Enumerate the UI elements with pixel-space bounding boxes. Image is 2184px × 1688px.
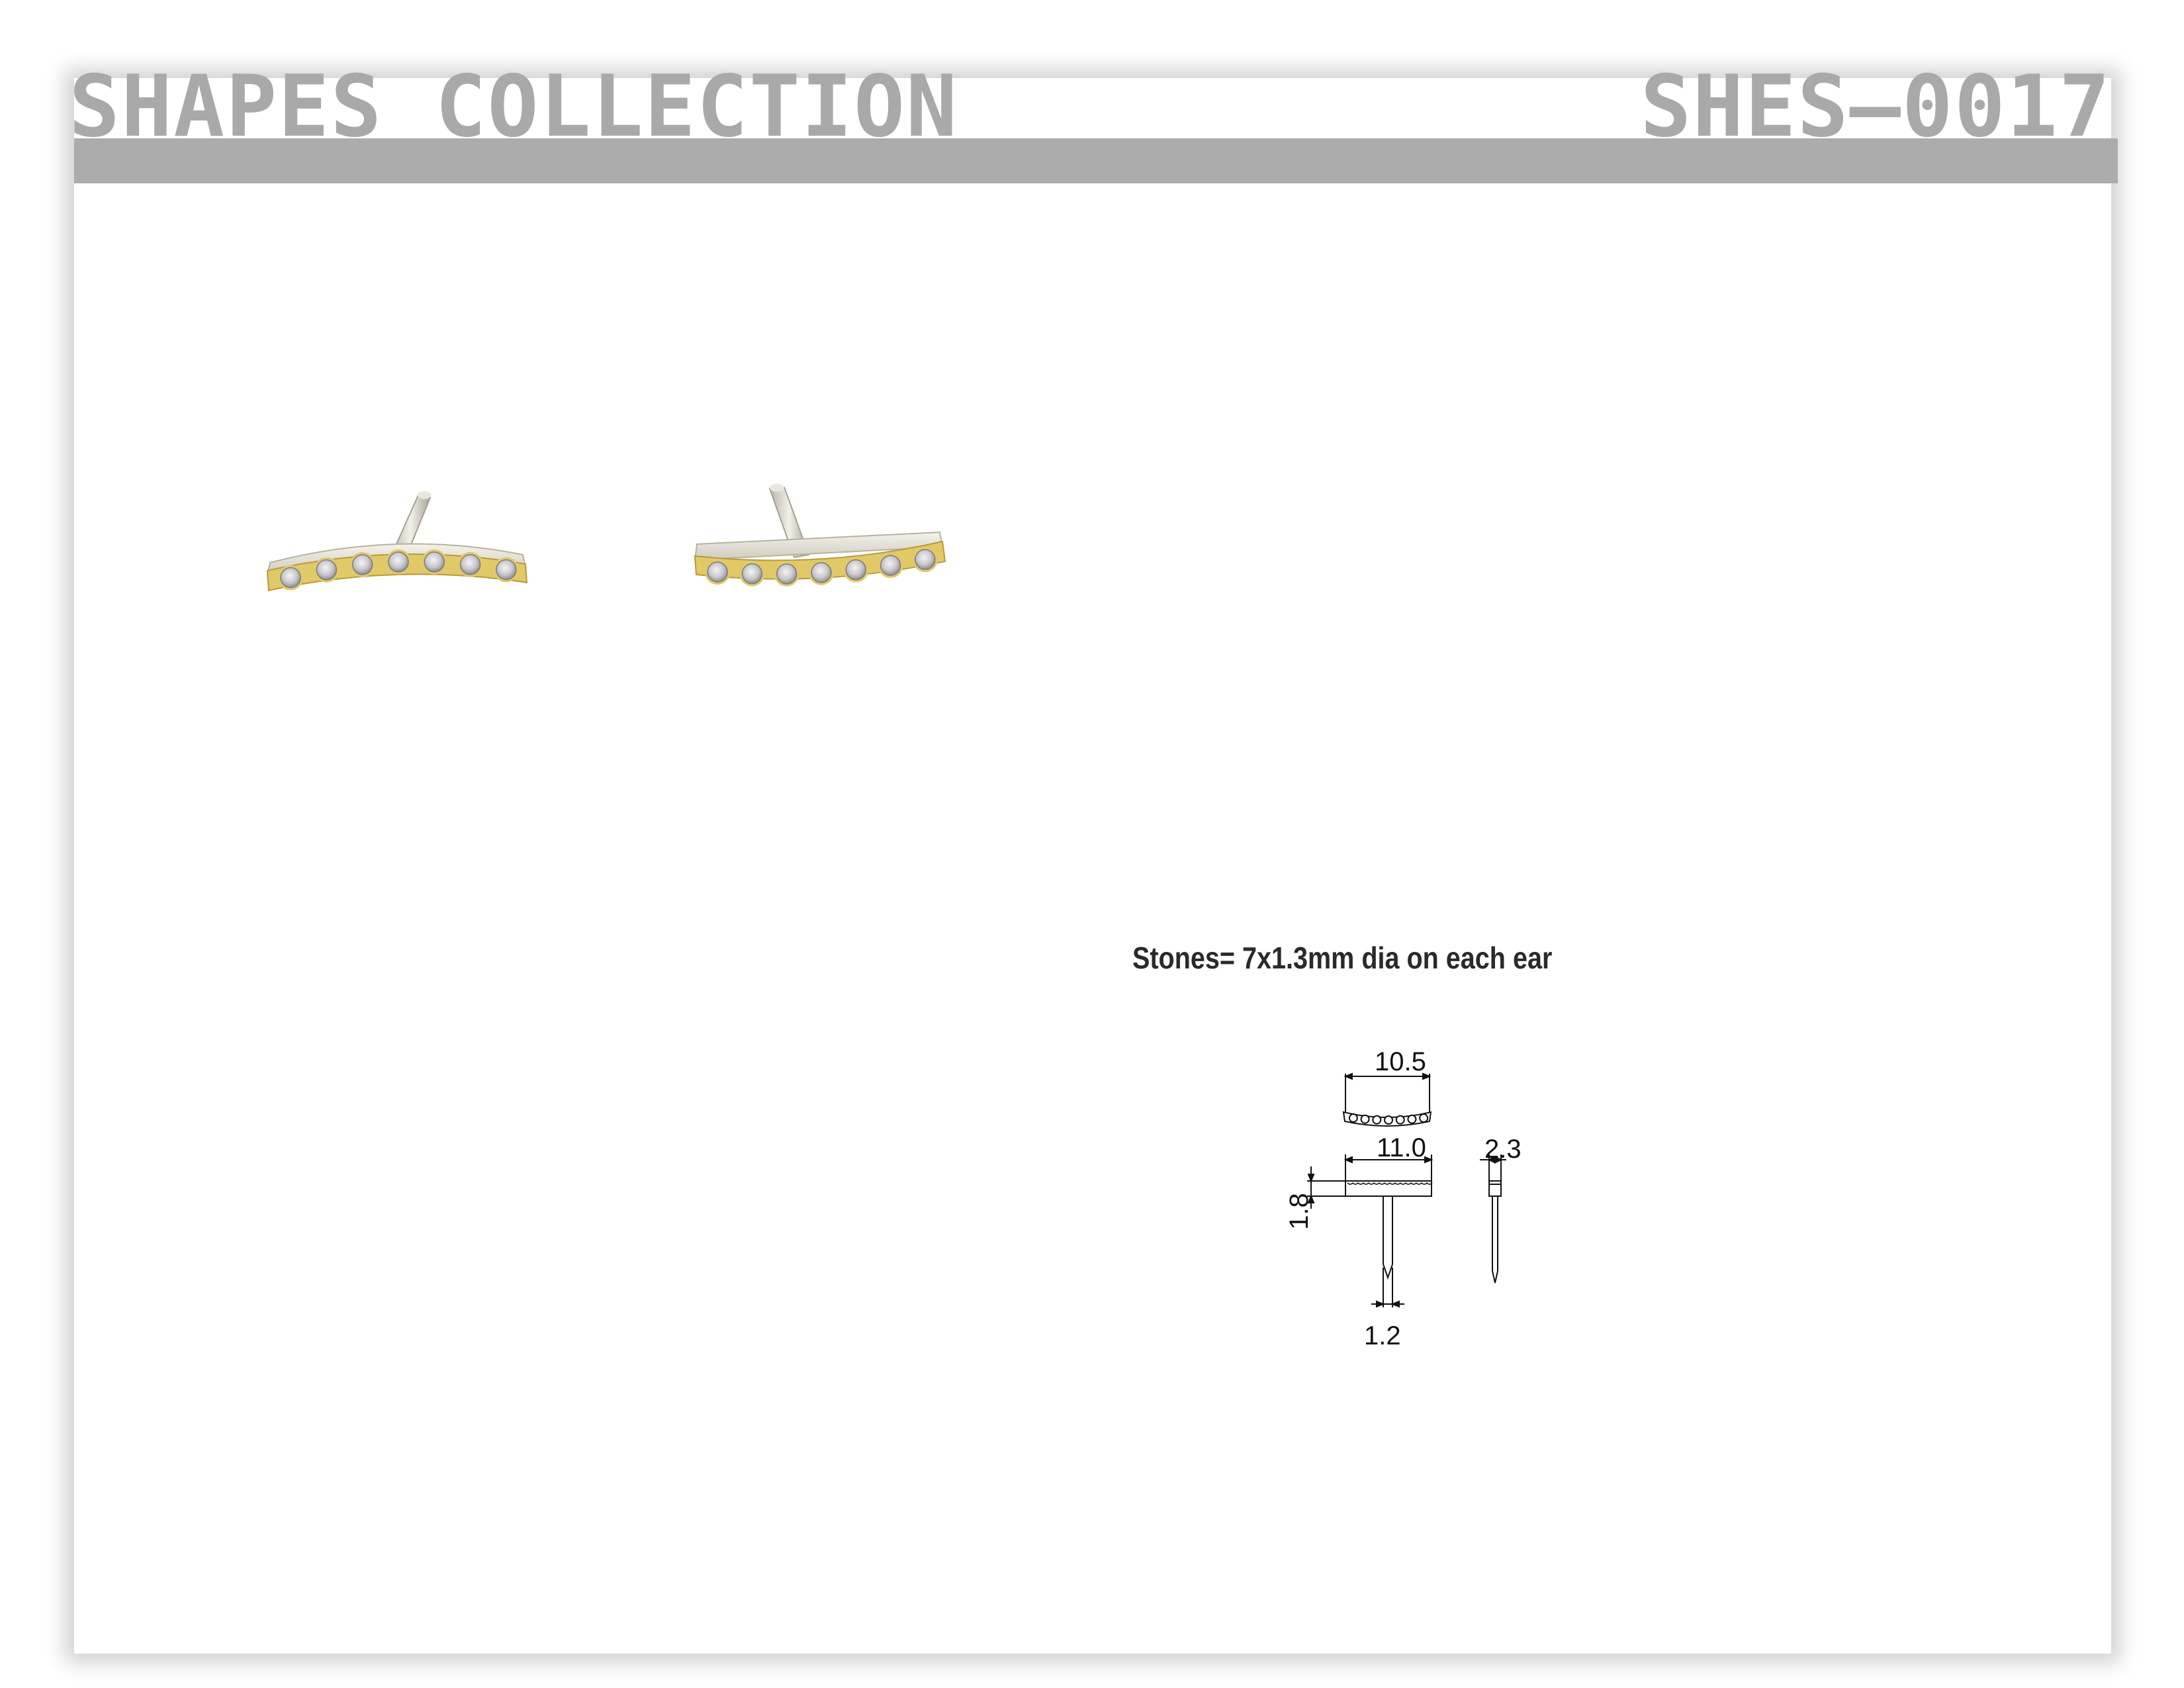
stone xyxy=(741,563,763,585)
stone xyxy=(845,559,867,581)
stone-row-left xyxy=(278,549,519,590)
dimension-curved-width: 10.5 xyxy=(1375,1047,1426,1076)
drawing-stone xyxy=(1384,1115,1393,1125)
stones-spec-note: Stones= 7x1.3mm dia on each ear xyxy=(1132,941,1553,975)
stone xyxy=(424,551,445,573)
stone-row-right xyxy=(705,547,938,586)
stone xyxy=(880,555,901,576)
stone xyxy=(280,567,301,588)
stone xyxy=(707,561,728,583)
stone xyxy=(915,549,936,571)
stone xyxy=(776,563,797,585)
stone xyxy=(388,551,409,573)
document-sheet xyxy=(74,78,2111,1654)
drawing-stone xyxy=(1348,1113,1358,1123)
drawing-stone xyxy=(1395,1115,1405,1125)
stone xyxy=(351,554,373,575)
top-view xyxy=(1342,1072,1432,1127)
stone xyxy=(496,559,517,581)
collection-title: SHAPES COLLECTION xyxy=(69,58,959,156)
front-view xyxy=(1307,1154,1433,1308)
drawing-stone xyxy=(1372,1115,1382,1125)
drawing-stone xyxy=(1407,1114,1417,1124)
stone xyxy=(316,559,338,581)
stone xyxy=(459,554,481,575)
dimension-front-height: 1.8 xyxy=(1284,1193,1314,1230)
dimension-side-depth: 2.3 xyxy=(1484,1135,1522,1164)
dimension-front-width: 11.0 xyxy=(1377,1133,1426,1162)
earring-render-left xyxy=(266,491,528,592)
product-code: SHES—0017 xyxy=(1640,58,2111,156)
drawing-stone xyxy=(1360,1114,1370,1124)
drawing-stone xyxy=(1419,1113,1429,1123)
dimension-post-diameter: 1.2 xyxy=(1364,1321,1401,1350)
stone xyxy=(811,562,832,583)
side-view xyxy=(1480,1154,1506,1284)
header-band xyxy=(74,138,2118,183)
earring-render-right xyxy=(694,484,946,586)
